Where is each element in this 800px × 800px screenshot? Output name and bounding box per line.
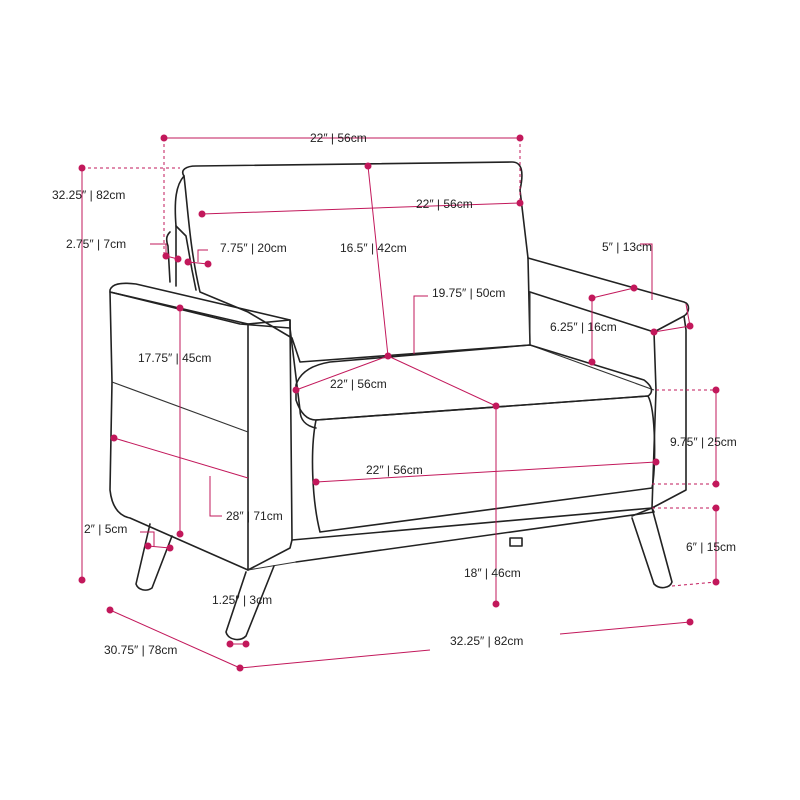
dim-dot	[686, 618, 694, 626]
label-leg-width: 1.25″ | 3cm	[212, 593, 272, 607]
base-frame	[291, 507, 655, 563]
label-back-pillow-thickness: 2.75″ | 7cm	[66, 237, 126, 251]
dim-dot	[160, 134, 168, 142]
label-overall-depth: 30.75″ | 78cm	[104, 643, 177, 657]
dimension-labels: 22″ | 56cm 32.25″ | 82cm 22″ | 56cm 2.75…	[52, 131, 737, 657]
left-inner-arm	[289, 327, 317, 429]
label-seat-cushion-height: 9.75″ | 25cm	[670, 435, 737, 449]
backrest	[181, 161, 531, 363]
dim-dot	[242, 640, 250, 648]
base-bottom	[247, 561, 297, 571]
label-leg-height: 6″ | 15cm	[686, 540, 736, 554]
dim-dot	[78, 164, 86, 172]
dim-dot	[174, 255, 182, 263]
label-overall-height: 32.25″ | 82cm	[52, 188, 125, 202]
dim-dot	[492, 600, 500, 608]
dim-dot	[712, 386, 720, 394]
dim-dot	[652, 458, 660, 466]
dim-dot	[184, 258, 192, 266]
right-arm-seam	[529, 344, 655, 391]
leg-front-right	[225, 565, 275, 641]
label-leg-inset: 2″ | 5cm	[84, 522, 127, 536]
dim-dot	[110, 434, 118, 442]
dim-dot	[650, 328, 658, 336]
dim-dot	[364, 162, 372, 170]
label-back-frame-depth: 7.75″ | 20cm	[220, 241, 287, 255]
rear-foot	[509, 537, 523, 547]
dim-dot	[588, 358, 596, 366]
back-side-frame	[174, 175, 185, 287]
dim-dot	[226, 640, 234, 648]
label-inner-depth: 19.75″ | 50cm	[432, 286, 505, 300]
label-arm-to-floor: 28″ | 71cm	[226, 509, 283, 523]
label-arm-height-above-seat: 6.25″ | 16cm	[550, 320, 617, 334]
seat-cushion-front	[311, 395, 656, 533]
dim-dot	[686, 322, 694, 330]
dimension-lines	[78, 134, 720, 672]
left-arm-side	[247, 319, 293, 571]
dim-dot	[292, 386, 300, 394]
dim-dot	[162, 252, 170, 260]
dim-dot	[712, 504, 720, 512]
dim-dot	[712, 578, 720, 586]
dim-dot	[144, 542, 152, 550]
label-arm-height: 17.75″ | 45cm	[138, 351, 211, 365]
leg-back-right	[631, 507, 673, 589]
dim-dot	[630, 284, 638, 292]
dim-dot	[106, 606, 114, 614]
dim-dot	[312, 478, 320, 486]
label-seat-width-front: 22″ | 56cm	[366, 463, 423, 477]
right-arm-back-edge	[651, 315, 687, 509]
left-arm-top	[109, 282, 291, 329]
label-back-cushion-height: 16.5″ | 42cm	[340, 241, 407, 255]
dim-dot	[198, 210, 206, 218]
dim-dot	[176, 304, 184, 312]
label-seat-width-back: 22″ | 56cm	[330, 377, 387, 391]
dim-dot	[78, 576, 86, 584]
dim-dot	[516, 199, 524, 207]
leg-front-left	[135, 523, 173, 591]
chair-outline	[109, 161, 690, 641]
back-pillow-left	[165, 225, 197, 291]
label-overall-width-top: 22″ | 56cm	[310, 131, 367, 145]
label-seat-height: 18″ | 46cm	[464, 566, 521, 580]
dim-dot	[204, 260, 212, 268]
label-overall-width-bottom: 32.25″ | 82cm	[450, 634, 523, 648]
dim-dot	[166, 544, 174, 552]
seat-cushion-top	[295, 344, 653, 421]
dim-dot	[516, 134, 524, 142]
dim-dot	[712, 480, 720, 488]
left-arm-front	[109, 291, 249, 571]
label-back-top-width: 22″ | 56cm	[416, 197, 473, 211]
dim-dot	[176, 530, 184, 538]
label-arm-top-width: 5″ | 13cm	[602, 240, 652, 254]
